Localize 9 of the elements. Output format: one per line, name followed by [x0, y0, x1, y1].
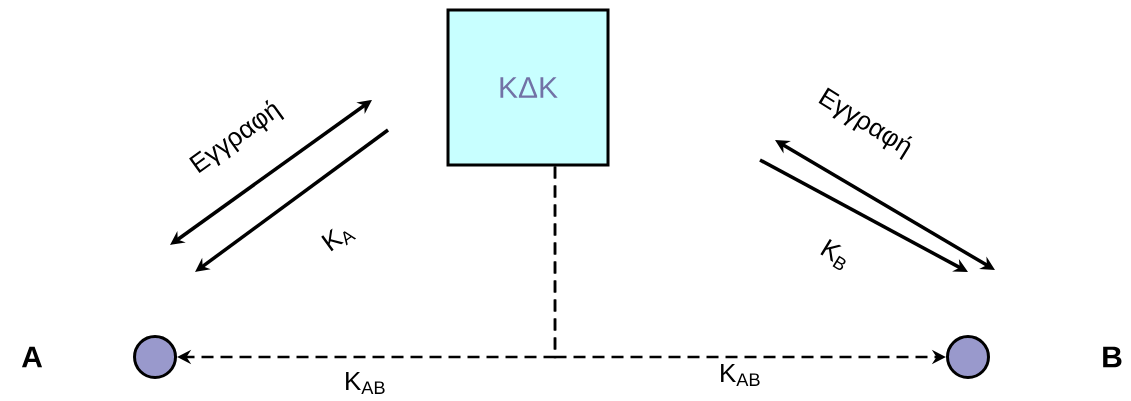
node-label: A — [21, 346, 43, 368]
process-box: ΚΔΚ — [446, 8, 610, 167]
edge-label: K$_{AB}$ — [721, 364, 760, 386]
edge-label: K$_{AB}$ — [346, 372, 385, 394]
node-label: B — [1103, 346, 1122, 368]
circle-node — [133, 335, 177, 379]
arrow-label: K$_{A}$ — [321, 228, 357, 252]
arrow-label: K$_{B}$ — [820, 238, 846, 270]
circle-node — [946, 335, 990, 379]
